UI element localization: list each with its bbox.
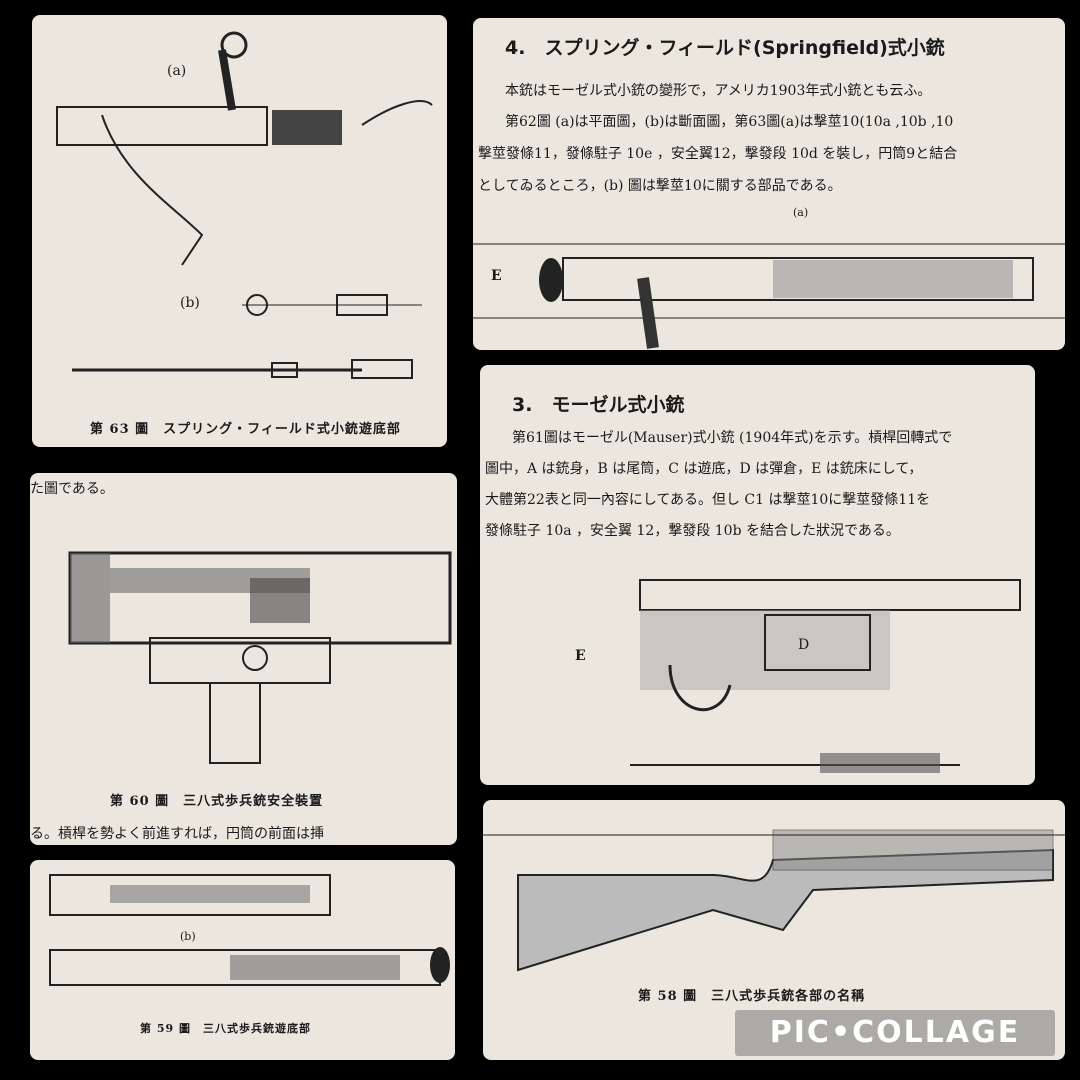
label-a: (a) xyxy=(793,206,809,219)
label-e: E xyxy=(491,268,502,284)
text-line: 第62圖 (a)は平面圖，(b)は斷面圖，第63圖(a)は撃莖10(10a ,1… xyxy=(505,114,954,130)
caption: 第 60 圖 三八式歩兵銃安全裝置 xyxy=(110,794,324,809)
bottom-text: る。槓桿を勢よく前進すれば，円筒の前面は挿 xyxy=(30,826,324,842)
text-line: 第61圖はモーゼル(Mauser)式小銃 (1904年式)を示す。槓桿回轉式で xyxy=(512,430,953,446)
text-line: 發條駐子 10a ，安全翼 12，撃發段 10b を結合した狀況である。 xyxy=(485,523,900,539)
text-line: 圖中，A は銃身，B は尾筒，C は遊底，D は彈倉，E は銃床にして， xyxy=(485,461,923,477)
panel-fig59: (b) 第 59 圖 三八式歩兵銃遊底部 xyxy=(30,860,455,1060)
pic-collage-watermark: PIC•COLLAGE xyxy=(735,1010,1055,1056)
label-a: (a) xyxy=(167,63,187,79)
top-text: た圖である。 xyxy=(30,481,114,497)
label-d: D xyxy=(798,637,810,653)
caption: 第 63 圖 スプリング・フィールド式小銃遊底部 xyxy=(90,422,401,437)
panel-fig60: た圖である。 第 60 圖 三八式歩兵銃安全裝置 る。槓桿を勢よく前進すれば，円… xyxy=(30,473,457,845)
rifle-parts-diagram xyxy=(483,829,1065,972)
bolt-diagram xyxy=(49,874,450,986)
mauser-diagram xyxy=(630,579,1021,773)
label-e: E xyxy=(575,648,586,664)
heading: 3. モーゼル式小銃 xyxy=(512,394,685,416)
bolt-hands-diagram xyxy=(56,31,433,379)
panel-mauser: 3. モーゼル式小銃 第61圖はモーゼル(Mauser)式小銃 (1904年式)… xyxy=(480,365,1035,785)
caption: 第 59 圖 三八式歩兵銃遊底部 xyxy=(140,1022,311,1035)
panel-springfield: 4. スプリング・フィールド(Springfield)式小銃 本銃はモーゼル式小… xyxy=(473,18,1065,350)
text-line: 撃莖發條11，發條駐子 10e ，安全翼12，撃發段 10d を裝し，円筒9と結… xyxy=(478,146,958,162)
springfield-diagram xyxy=(473,243,1065,349)
text-line: 大體第22表と同一內容にしてある。但し C1 は撃莖10に撃莖發條11を xyxy=(485,492,931,508)
label-b: (b) xyxy=(180,295,200,311)
heading: 4. スプリング・フィールド(Springfield)式小銃 xyxy=(505,37,945,59)
panel-fig63: (a) (b) 第 63 圖 スプリング・フィールド式小銃遊底部 xyxy=(32,15,447,447)
safety-diagram xyxy=(68,551,452,764)
caption: 第 58 圖 三八式歩兵銃各部の名稱 xyxy=(638,989,866,1004)
label-b: (b) xyxy=(180,930,196,943)
text-line: 本銃はモーゼル式小銃の變形で，アメリカ1903年式小銃とも云ふ。 xyxy=(505,83,932,99)
text-line: としてゐるところ，(b) 圖は撃莖10に關する部品である。 xyxy=(478,178,842,194)
